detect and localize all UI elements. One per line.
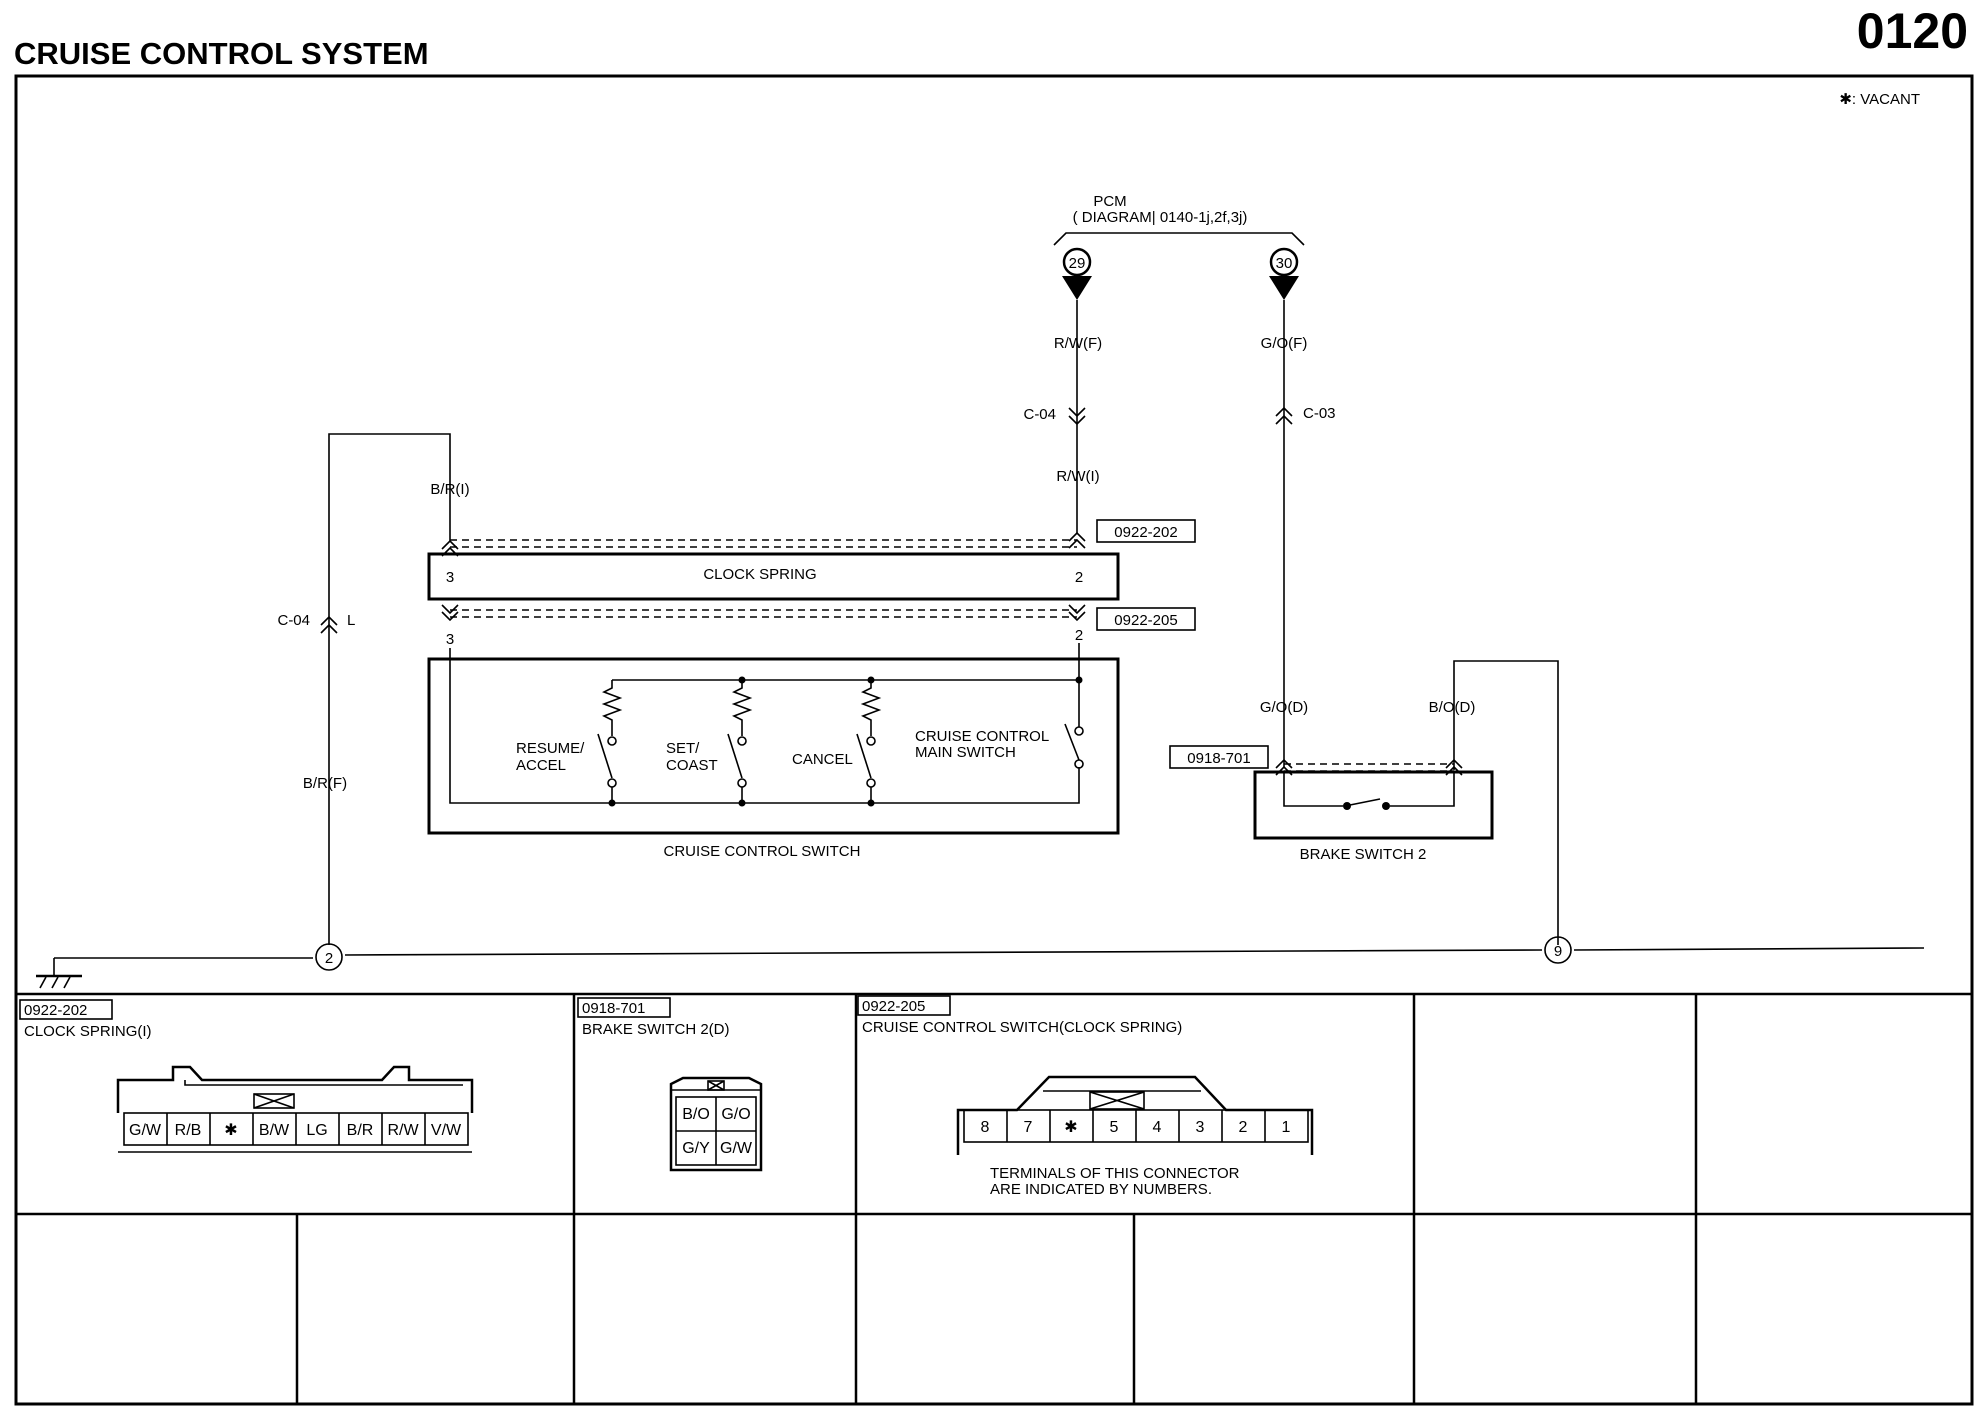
clock-spring-label: CLOCK SPRING bbox=[703, 566, 816, 583]
wire-rw-i-label: R/W(I) bbox=[1056, 468, 1099, 485]
clock-spring-pin: B/R bbox=[347, 1122, 374, 1139]
wire-c04-top-label: C-04 bbox=[1023, 406, 1056, 423]
main-switch-label-1: CRUISE CONTROL bbox=[915, 728, 1049, 745]
wire-go-d-label: G/O(D) bbox=[1260, 699, 1308, 716]
cruise-switch-pin: 3 bbox=[1196, 1119, 1205, 1136]
table-clock-spring-code: 0922-202 bbox=[24, 1002, 87, 1019]
ground-bus: 2 9 bbox=[36, 936, 1925, 989]
wire-br-f-label: B/R(F) bbox=[303, 775, 347, 792]
cruise-control-switch: RESUME/ ACCEL SET/ COAST CANCEL CRUISE C… bbox=[427, 643, 1120, 860]
page-number: 0120 bbox=[1857, 3, 1968, 59]
connector-0922-205: 0922-205 3 2 bbox=[441, 604, 1196, 648]
switch-pin-3: 3 bbox=[446, 631, 454, 648]
brake-switch: B/O(D) 0918-701 BRAKE SWITCH 2 bbox=[1169, 660, 1559, 945]
ground-point-2: 2 bbox=[315, 943, 343, 971]
brake-switch-pin: B/O bbox=[682, 1106, 710, 1123]
pcm-diagram-ref: ( DIAGRAM| 0140-1j,2f,3j) bbox=[1073, 209, 1248, 226]
pcm-pin-29: 29 bbox=[1062, 247, 1092, 300]
clock-spring-connector-icon: G/W R/B ✱ B/W LG B/R R/W V/W bbox=[116, 1065, 474, 1153]
clock-spring-pin: ✱ bbox=[224, 1122, 237, 1139]
brake-switch-pin: G/O bbox=[721, 1106, 750, 1123]
wire-c04-left-label: C-04 bbox=[277, 612, 310, 629]
main-switch-label-2: MAIN SWITCH bbox=[915, 744, 1016, 761]
cruise-switch-pin: 4 bbox=[1153, 1119, 1162, 1136]
cancel-switch bbox=[856, 680, 882, 803]
set-label-1: SET/ bbox=[666, 740, 700, 757]
table-cell-clock-spring: 0922-202 CLOCK SPRING(I) G/W R/B ✱ bbox=[19, 999, 474, 1153]
pcm-label: PCM bbox=[1093, 193, 1126, 210]
cancel-label: CANCEL bbox=[792, 751, 853, 768]
wire-rw-f-label: R/W(F) bbox=[1054, 335, 1102, 352]
table-cruise-switch-code: 0922-205 bbox=[862, 998, 925, 1015]
cruise-switch-pin: 7 bbox=[1024, 1119, 1033, 1136]
resume-label-2: ACCEL bbox=[516, 757, 566, 774]
connector-table: 0922-202 CLOCK SPRING(I) G/W R/B ✱ bbox=[16, 992, 1972, 1404]
cruise-switch-note-2: ARE INDICATED BY NUMBERS. bbox=[990, 1181, 1212, 1198]
vacant-note: ✱: VACANT bbox=[1839, 91, 1920, 108]
clock-spring: CLOCK SPRING 3 2 bbox=[427, 552, 1120, 601]
cruise-switch-connector-icon: 8 7 ✱ 5 4 3 2 1 bbox=[956, 1075, 1314, 1155]
cruise-switch-pin: 1 bbox=[1282, 1119, 1291, 1136]
switch-pin-2: 2 bbox=[1075, 627, 1083, 644]
wire-bo-d-label: B/O(D) bbox=[1429, 699, 1476, 716]
cruise-switch-note-1: TERMINALS OF THIS CONNECTOR bbox=[990, 1165, 1240, 1182]
clock-spring-pin: B/W bbox=[259, 1122, 290, 1139]
cruise-switch-label: CRUISE CONTROL SWITCH bbox=[664, 843, 861, 860]
main-switch bbox=[1064, 723, 1084, 769]
cruise-switch-pin: 8 bbox=[981, 1119, 990, 1136]
cruise-switch-pin: ✱ bbox=[1064, 1119, 1077, 1136]
page-title: CRUISE CONTROL SYSTEM bbox=[14, 36, 429, 71]
wire-go: G/O(F) C-03 G/O(D) bbox=[1260, 300, 1336, 768]
clock-spring-pin: R/W bbox=[387, 1122, 419, 1139]
brake-switch-label: BRAKE SWITCH 2 bbox=[1300, 846, 1427, 863]
cruise-switch-pin: 2 bbox=[1239, 1119, 1248, 1136]
table-brake-switch-name: BRAKE SWITCH 2(D) bbox=[582, 1021, 730, 1038]
wire-go-f-label: G/O(F) bbox=[1261, 335, 1308, 352]
connector-0922-202-label: 0922-202 bbox=[1114, 524, 1177, 541]
ground-2-label: 2 bbox=[325, 950, 333, 967]
brake-switch-pin: G/Y bbox=[682, 1140, 710, 1157]
table-cell-cruise-switch: 0922-205 CRUISE CONTROL SWITCH(CLOCK SPR… bbox=[857, 995, 1314, 1198]
set-label-2: COAST bbox=[666, 757, 718, 774]
pcm-pin-30: 30 bbox=[1269, 247, 1299, 300]
pin-29-label: 29 bbox=[1069, 255, 1086, 272]
brake-switch-connector-icon: B/O G/O G/Y G/W bbox=[669, 1076, 763, 1172]
ground-icon bbox=[36, 974, 82, 989]
table-cruise-switch-name: CRUISE CONTROL SWITCH(CLOCK SPRING) bbox=[862, 1019, 1182, 1036]
connector-0922-205-label: 0922-205 bbox=[1114, 612, 1177, 629]
diagram-frame bbox=[14, 74, 1974, 1406]
brake-switch-pin: G/W bbox=[720, 1140, 753, 1157]
wire-br: B/R(I) C-04 L B/R(F) bbox=[277, 433, 470, 945]
connector-0918-701-label: 0918-701 bbox=[1187, 750, 1250, 767]
table-brake-switch-code: 0918-701 bbox=[582, 1000, 645, 1017]
pin-30-label: 30 bbox=[1276, 255, 1293, 272]
clock-spring-pin: G/W bbox=[129, 1122, 162, 1139]
ground-9-label: 9 bbox=[1554, 943, 1562, 960]
wire-br-i-label: B/R(I) bbox=[430, 481, 469, 498]
ground-point-9: 9 bbox=[1544, 936, 1572, 964]
set-coast-switch bbox=[727, 680, 753, 803]
table-clock-spring-name: CLOCK SPRING(I) bbox=[24, 1023, 152, 1040]
cruise-switch-pin: 5 bbox=[1110, 1119, 1119, 1136]
wire-rw: R/W(F) C-04 R/W(I) bbox=[1023, 300, 1102, 533]
wire-l-label: L bbox=[347, 612, 355, 629]
clock-spring-pin: V/W bbox=[431, 1122, 462, 1139]
wire-c03-label: C-03 bbox=[1303, 405, 1336, 422]
connector-0922-202: 0922-202 bbox=[441, 519, 1196, 557]
clock-spring-pin: R/B bbox=[175, 1122, 202, 1139]
clock-spring-pin-3: 3 bbox=[446, 569, 454, 586]
resume-label-1: RESUME/ bbox=[516, 740, 585, 757]
table-cell-brake-switch: 0918-701 BRAKE SWITCH 2(D) B/O G/O G/Y G… bbox=[577, 997, 763, 1172]
resume-accel-switch bbox=[597, 680, 623, 803]
pcm-block: PCM ( DIAGRAM| 0140-1j,2f,3j) bbox=[1053, 193, 1305, 246]
clock-spring-pin: LG bbox=[306, 1122, 327, 1139]
clock-spring-pin-2: 2 bbox=[1075, 569, 1083, 586]
